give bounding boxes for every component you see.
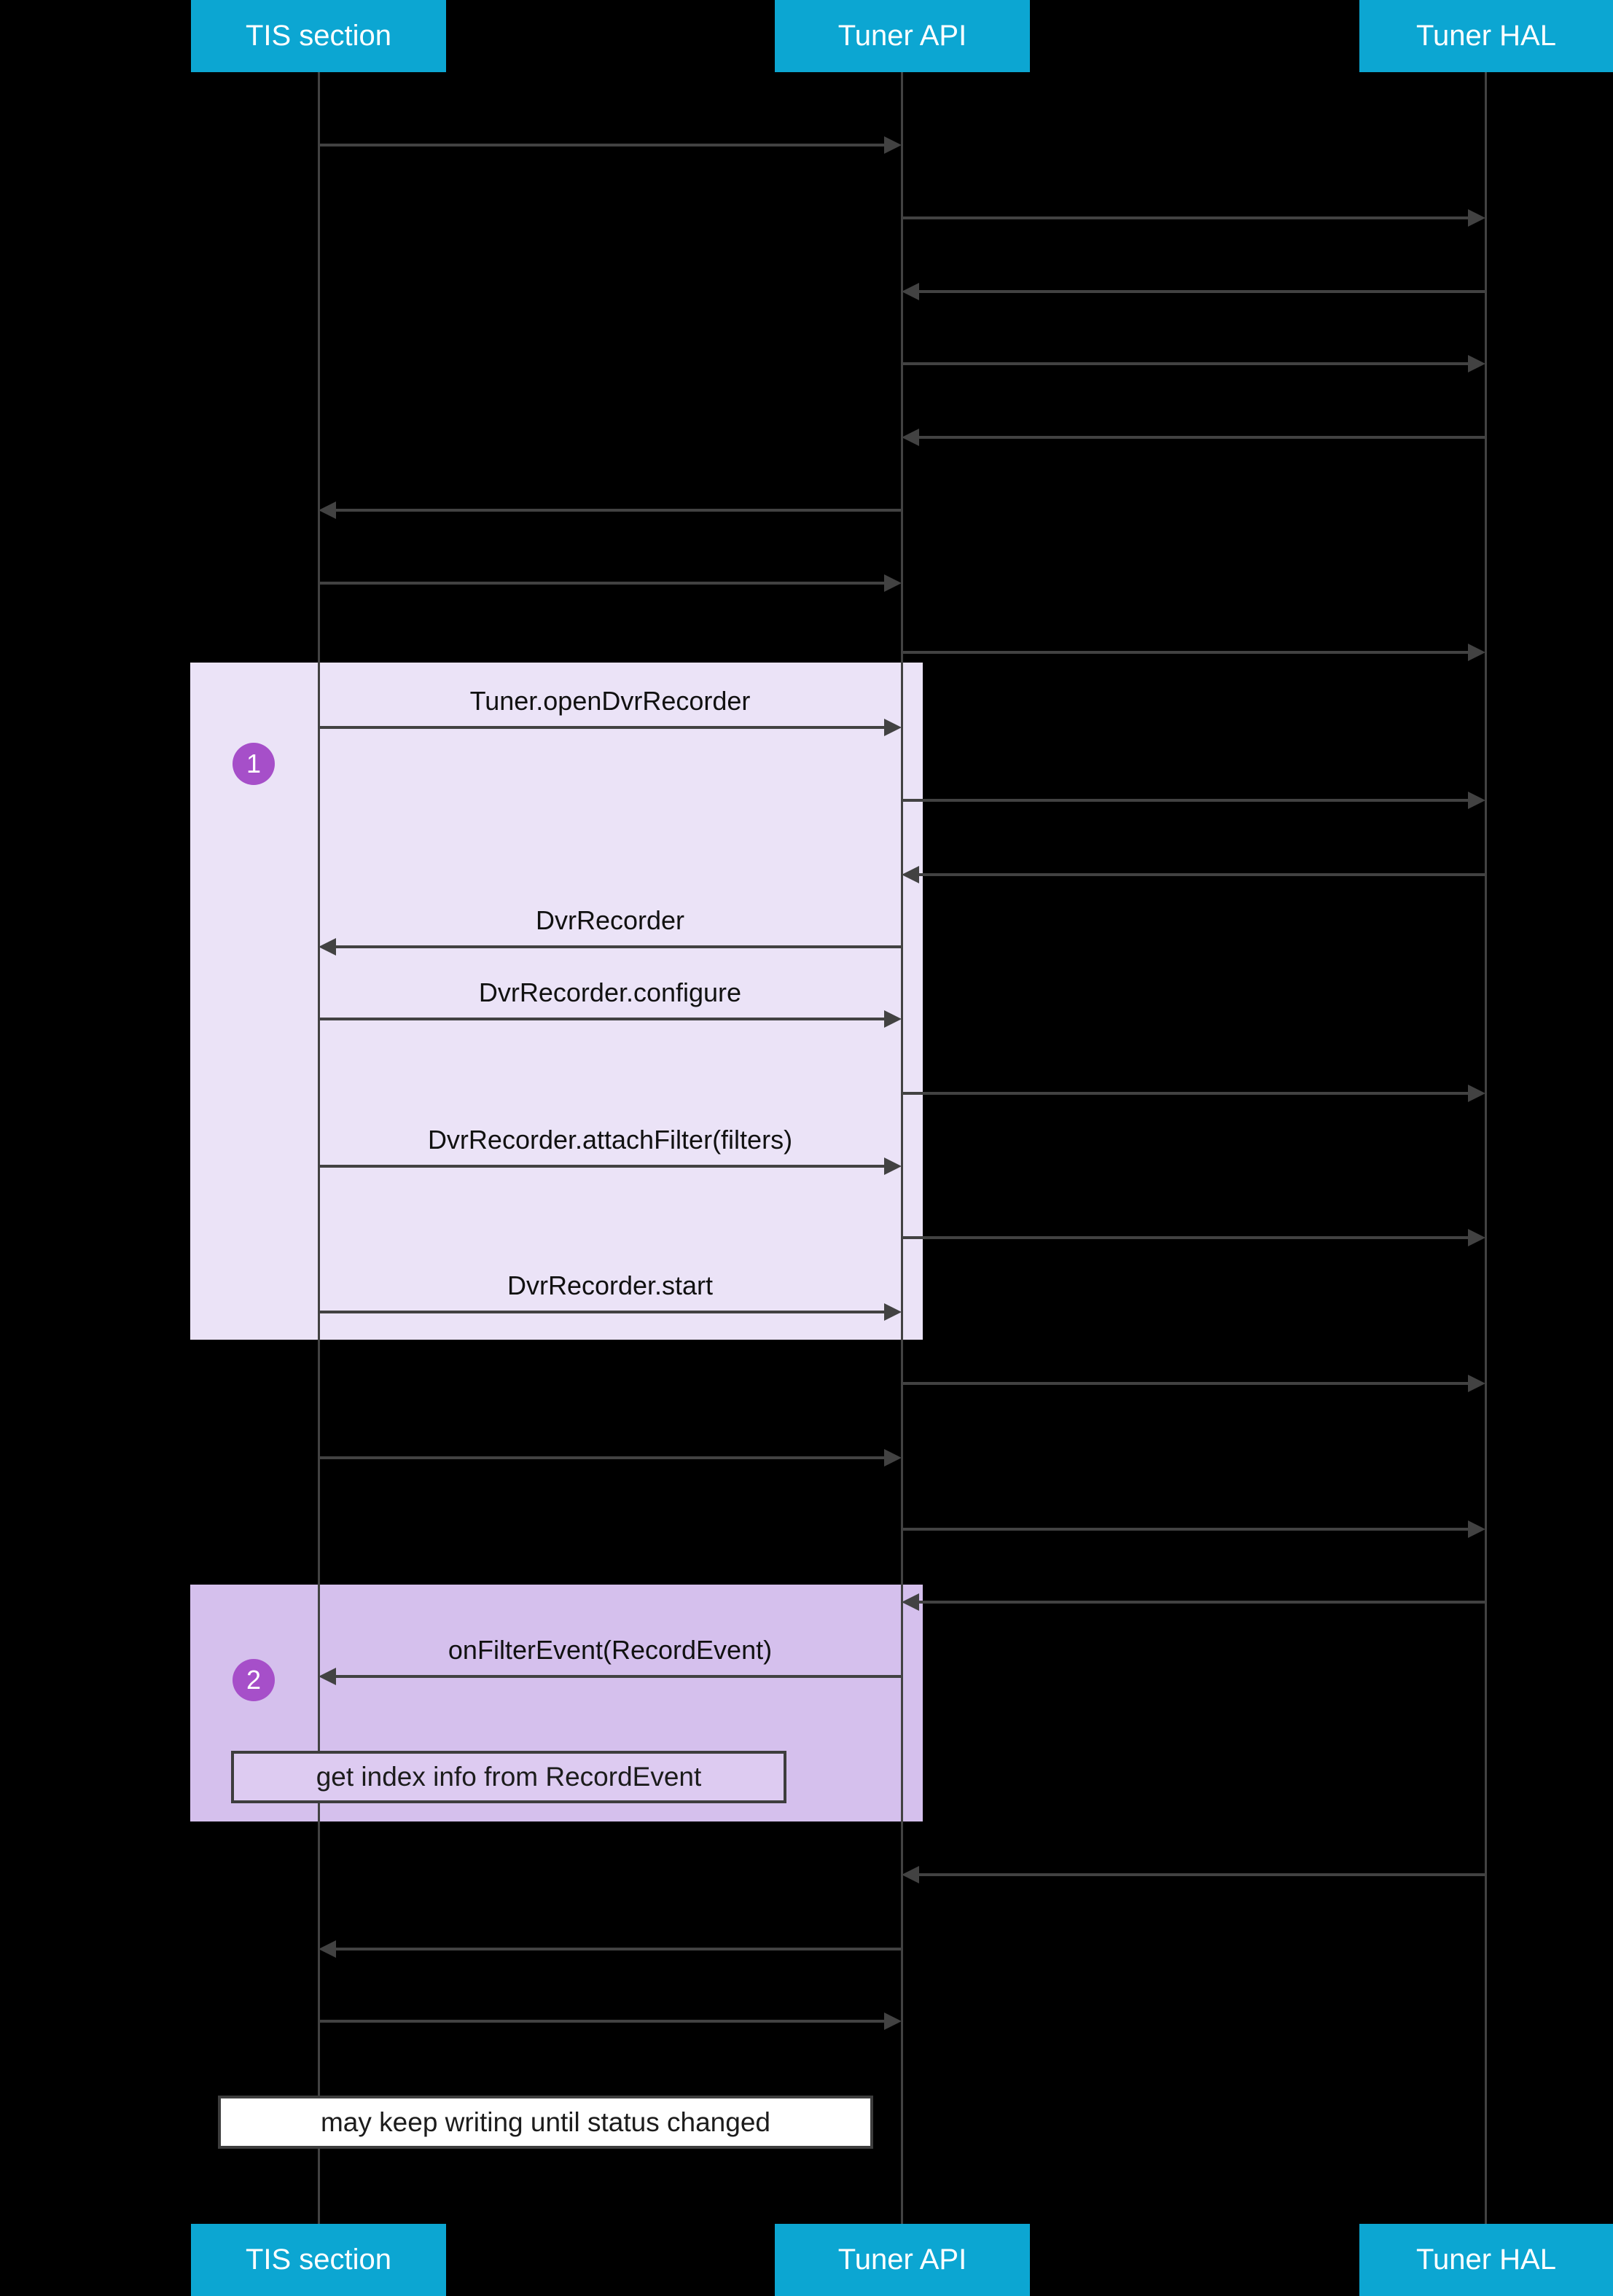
- message-arrow: [335, 1675, 902, 1678]
- message-label: DvrRecorder.attachFilter(filters): [427, 1125, 793, 1155]
- message-arrow: [319, 1018, 886, 1020]
- participant-label: Tuner API: [837, 2244, 967, 2276]
- message-arrowhead: [1468, 1229, 1485, 1246]
- participant-label: Tuner HAL: [1416, 2244, 1556, 2276]
- message-arrow: [902, 362, 1469, 365]
- step-badge-2: 2: [233, 1659, 275, 1701]
- step-badge-number: 1: [246, 749, 262, 778]
- message-arrow: [902, 1236, 1469, 1239]
- message-label: DvrRecorder.configure: [478, 977, 742, 1007]
- message-arrowhead: [884, 574, 902, 592]
- message-arrowhead: [319, 501, 336, 519]
- participant-label: TIS section: [245, 20, 392, 52]
- note-text: get index info from RecordEvent: [316, 1762, 702, 1792]
- message-arrow: [902, 799, 1469, 802]
- message-arrowhead: [319, 1940, 336, 1958]
- note-box-2: may keep writing until status changed: [218, 2096, 873, 2149]
- message-arrowhead: [902, 1866, 919, 1883]
- step-badge-1: 1: [233, 743, 275, 785]
- message-arrow: [319, 2020, 886, 2023]
- message-arrowhead: [1468, 1520, 1485, 1538]
- participant-header-hal-bottom: Tuner HAL: [1359, 2224, 1613, 2296]
- message-arrowhead: [884, 136, 902, 154]
- message-arrow: [902, 1092, 1469, 1095]
- message-arrowhead: [902, 283, 919, 300]
- message-arrowhead: [902, 1593, 919, 1611]
- message-arrowhead: [319, 1668, 336, 1685]
- message-arrow: [902, 216, 1469, 219]
- message-arrow: [902, 1382, 1469, 1385]
- participant-label: TIS section: [245, 2244, 392, 2276]
- message-arrow: [335, 1948, 902, 1951]
- participant-header-hal-top: Tuner HAL: [1359, 0, 1613, 72]
- message-arrow: [918, 1601, 1485, 1604]
- message-arrow: [319, 1165, 886, 1168]
- message-arrow: [319, 1311, 886, 1313]
- message-label: DvrRecorder.start: [507, 1270, 714, 1300]
- message-label: Tuner.openDvrRecorder: [469, 686, 751, 716]
- message-arrowhead: [884, 719, 902, 736]
- message-arrow: [335, 509, 902, 512]
- step-badge-number: 2: [246, 1665, 262, 1695]
- message-arrowhead: [319, 938, 336, 956]
- participant-label: Tuner API: [837, 20, 967, 52]
- note-box-1: get index info from RecordEvent: [231, 1751, 786, 1803]
- lifeline-api: [901, 72, 903, 2224]
- message-label: onFilterEvent(RecordEvent): [448, 1635, 773, 1665]
- participant-header-tis-bottom: TIS section: [191, 2224, 446, 2296]
- message-arrowhead: [902, 429, 919, 446]
- message-arrow: [319, 144, 886, 147]
- step-group-1-region: [190, 663, 923, 1340]
- message-arrowhead: [884, 1010, 902, 1028]
- message-arrow: [918, 436, 1485, 439]
- message-arrowhead: [1468, 355, 1485, 372]
- message-arrowhead: [1468, 1085, 1485, 1102]
- message-arrow: [918, 873, 1485, 876]
- note-text: may keep writing until status changed: [320, 2106, 770, 2137]
- lifeline-hal: [1485, 72, 1487, 2224]
- message-arrow: [902, 651, 1469, 654]
- participant-header-api-top: Tuner API: [775, 0, 1030, 72]
- message-arrowhead: [1468, 209, 1485, 227]
- message-arrowhead: [884, 1303, 902, 1321]
- participant-header-api-bottom: Tuner API: [775, 2224, 1030, 2296]
- message-arrow: [918, 290, 1485, 293]
- message-arrow: [319, 1456, 886, 1459]
- message-arrowhead: [902, 866, 919, 883]
- message-arrow: [335, 945, 902, 948]
- participant-label: Tuner HAL: [1416, 20, 1556, 52]
- lifeline-tis: [318, 72, 320, 2224]
- message-arrowhead: [1468, 644, 1485, 661]
- participant-header-tis-top: TIS section: [191, 0, 446, 72]
- message-arrowhead: [884, 2012, 902, 2030]
- message-arrowhead: [1468, 1375, 1485, 1392]
- message-arrow: [319, 582, 886, 585]
- message-arrowhead: [884, 1449, 902, 1467]
- message-arrow: [918, 1873, 1485, 1876]
- message-arrow: [902, 1528, 1469, 1531]
- message-label: DvrRecorder: [535, 905, 685, 935]
- message-arrow: [319, 726, 886, 729]
- message-arrowhead: [1468, 792, 1485, 809]
- message-arrowhead: [884, 1157, 902, 1175]
